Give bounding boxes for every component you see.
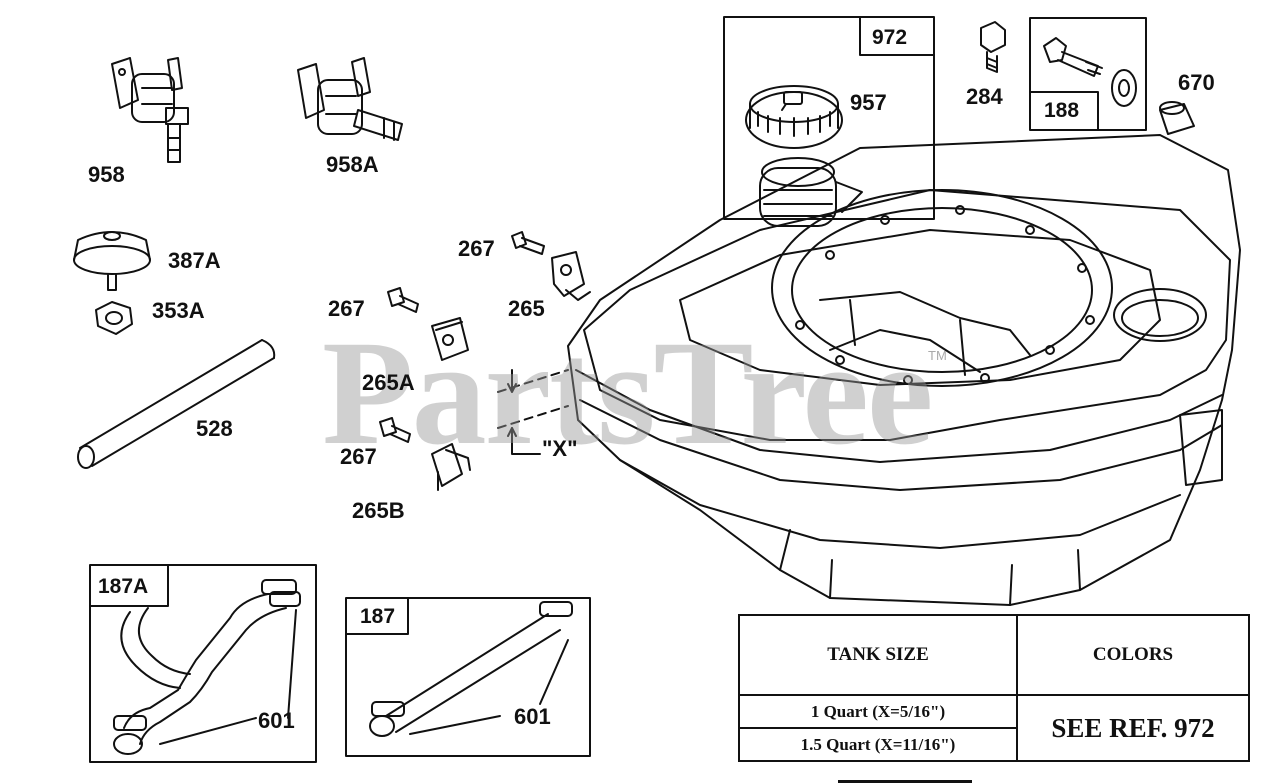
- tank-size-table: TANK SIZE COLORS 1 Quart (X=5/16") SEE R…: [738, 614, 1250, 762]
- callout-958a[interactable]: 958A: [326, 152, 379, 177]
- part-958-valve: [111, 57, 189, 163]
- part-958a-valve: [297, 57, 403, 141]
- trademark-mark: TM: [928, 348, 947, 363]
- callout-528[interactable]: 528: [196, 416, 233, 441]
- part-265b-clip: [431, 443, 471, 491]
- callout-601-left[interactable]: 601: [258, 708, 295, 733]
- callout-353a[interactable]: 353A: [152, 298, 205, 323]
- part-267-screws: [379, 231, 545, 443]
- box-187: [345, 597, 591, 757]
- callout-957[interactable]: 957: [850, 90, 887, 115]
- dimension-x-label: "X": [542, 436, 578, 461]
- box-label-188[interactable]: 188: [1044, 99, 1080, 122]
- footer-rule: [838, 780, 972, 783]
- box-188: [1029, 17, 1147, 131]
- part-528-fuel-line: [77, 339, 276, 469]
- table-header-row: TANK SIZE COLORS: [738, 614, 1250, 696]
- part-265-clip: [551, 251, 591, 301]
- callout-265[interactable]: 265: [508, 296, 545, 321]
- box-972: [723, 16, 935, 220]
- dimension-x: [497, 369, 569, 455]
- part-284-screw: [980, 21, 1006, 73]
- watermark: PartsTree: [322, 310, 933, 476]
- callout-267-mid[interactable]: 267: [328, 296, 365, 321]
- callout-670[interactable]: 670: [1178, 70, 1215, 95]
- header-colors: COLORS: [1016, 614, 1250, 696]
- callout-958[interactable]: 958: [88, 162, 125, 187]
- part-387a-cap: [73, 231, 151, 291]
- callout-267-low[interactable]: 267: [340, 444, 377, 469]
- box-label-187[interactable]: 187: [360, 605, 396, 628]
- tank-size-1-5-quart: 1.5 Quart (X=11/16"): [738, 727, 1018, 762]
- callout-265b[interactable]: 265B: [352, 498, 405, 523]
- part-265a-clip: [431, 317, 469, 361]
- box-label-972[interactable]: 972: [872, 26, 908, 49]
- table-row: 1.5 Quart (X=11/16"): [738, 727, 1249, 762]
- part-353a-nut: [95, 301, 133, 335]
- box-label-187a[interactable]: 187A: [98, 575, 149, 598]
- part-670-bushing: [1159, 101, 1195, 135]
- tank-size-1-quart: 1 Quart (X=5/16"): [738, 694, 1018, 729]
- box-187a: [89, 564, 317, 763]
- table-row: 1 Quart (X=5/16") SEE REF. 972: [738, 694, 1250, 762]
- fuel-tank: [567, 134, 1241, 606]
- callout-284[interactable]: 284: [966, 84, 1003, 109]
- header-tank-size: TANK SIZE: [738, 614, 1018, 696]
- callout-265a[interactable]: 265A: [362, 370, 415, 395]
- callout-267-top[interactable]: 267: [458, 236, 495, 261]
- callout-387a[interactable]: 387A: [168, 248, 221, 273]
- colors-value: SEE REF. 972: [1016, 694, 1250, 762]
- callout-601-right[interactable]: 601: [514, 704, 551, 729]
